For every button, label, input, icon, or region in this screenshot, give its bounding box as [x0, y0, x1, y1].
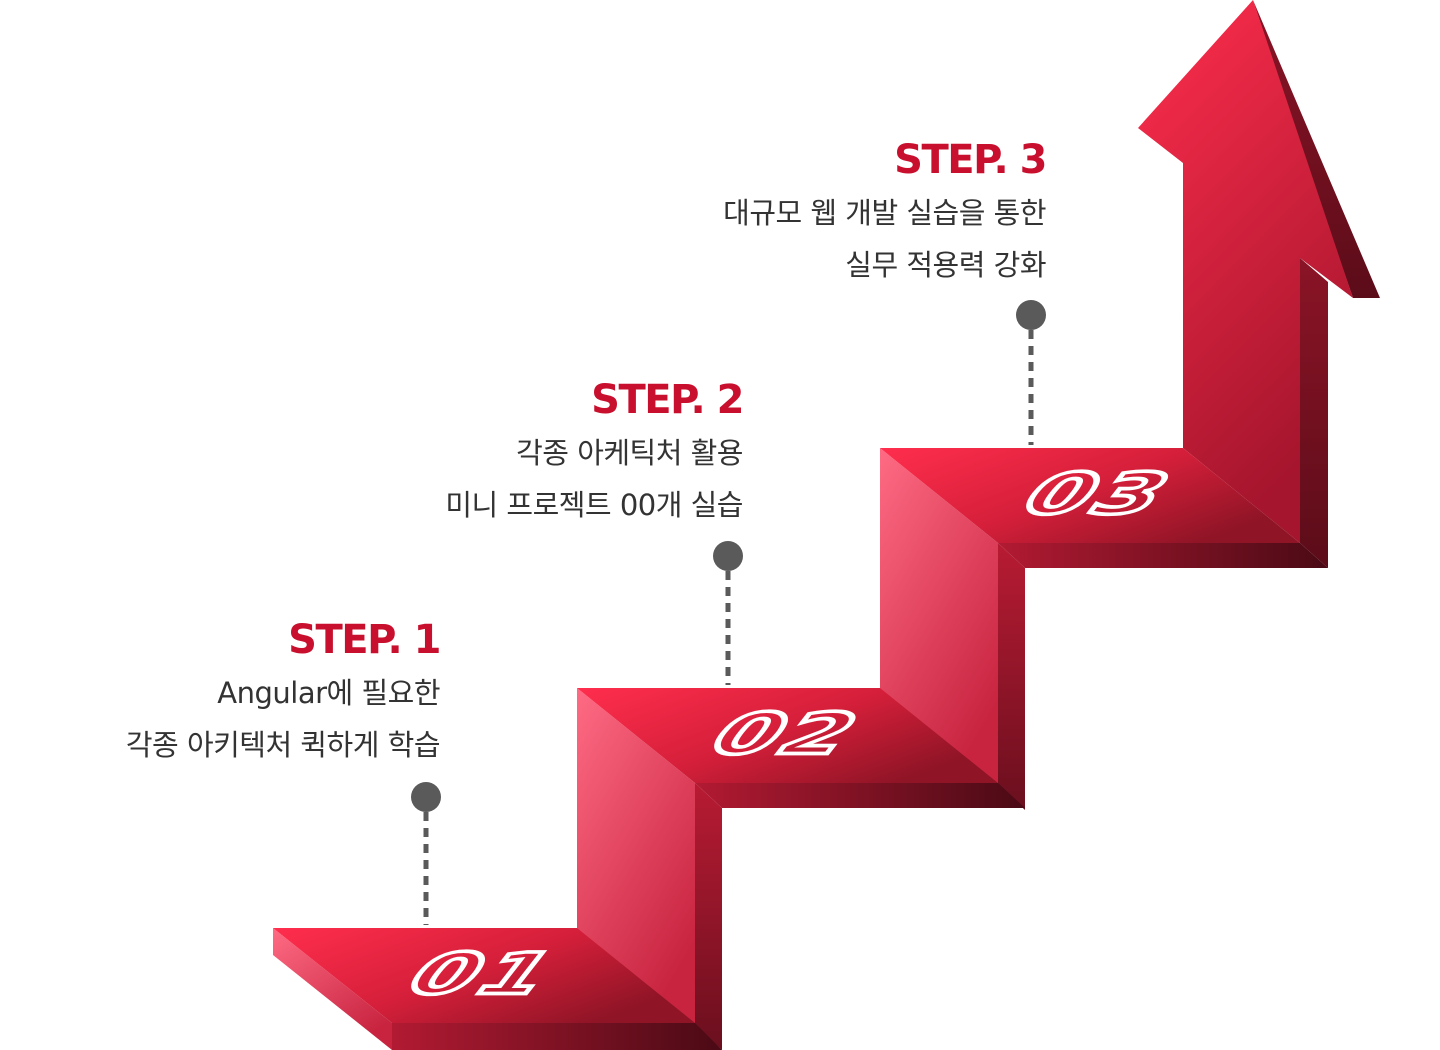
step-2-connector	[713, 541, 743, 685]
step-2-dot	[713, 541, 743, 571]
step-1-connector	[411, 782, 441, 925]
step-2-block	[577, 688, 1025, 1050]
step-3-block	[880, 448, 1328, 810]
step-3-desc-line-1: 대규모 웹 개발 실습을 통한	[723, 196, 1046, 230]
step-1-dot	[411, 782, 441, 812]
step-1-desc-line-1: Angular에 필요한	[217, 676, 440, 710]
arrow-shape	[1138, 0, 1380, 568]
step-2-title: STEP. 2	[591, 377, 744, 423]
step-3-dot	[1016, 300, 1046, 330]
step-1-block	[273, 928, 722, 1050]
step-3-connector	[1016, 300, 1046, 445]
step-2-description: 각종 아케틱처 활용 미니 프로젝트 00개 실습	[183, 427, 743, 531]
step-1-title: STEP. 1	[288, 617, 441, 663]
step-3-title: STEP. 3	[894, 137, 1047, 183]
step-3-label: STEP. 3 대규모 웹 개발 실습을 통한 실무 적용력 강화	[486, 137, 1047, 291]
step-1-label: STEP. 1 Angular에 필요한 각종 아키텍처 퀵하게 학습	[0, 617, 442, 771]
step-1-description: Angular에 필요한 각종 아키텍처 퀵하게 학습	[0, 667, 441, 771]
step-3-description: 대규모 웹 개발 실습을 통한 실무 적용력 강화	[486, 187, 1046, 291]
step-1-desc-line-2: 각종 아키텍처 퀵하게 학습	[125, 728, 441, 762]
step-2-desc-line-2: 미니 프로젝트 00개 실습	[445, 488, 743, 522]
step-3-desc-line-2: 실무 적용력 강화	[845, 248, 1046, 282]
step-2-label: STEP. 2 각종 아케틱처 활용 미니 프로젝트 00개 실습	[183, 377, 744, 531]
step-2-desc-line-1: 각종 아케틱처 활용	[516, 436, 743, 470]
